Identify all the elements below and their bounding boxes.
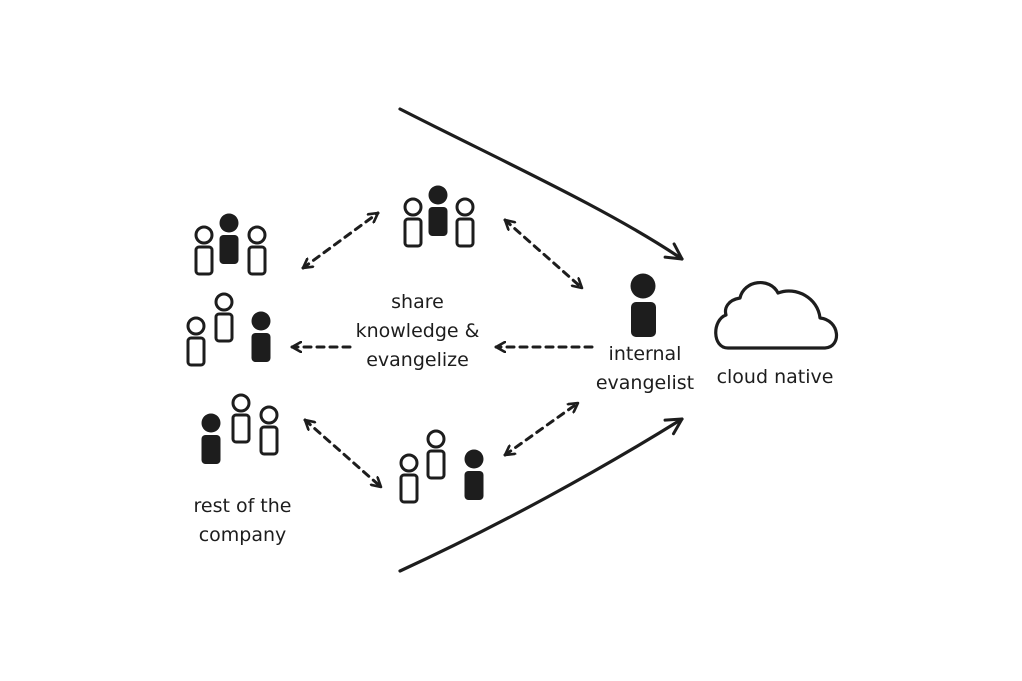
person-group-icon bbox=[399, 429, 484, 504]
share-label-line: knowledge & bbox=[355, 320, 480, 342]
top-convergence-arrow bbox=[398, 107, 684, 261]
dashed-arrow-bottom-right bbox=[503, 401, 580, 457]
cloud-native-label: cloud native bbox=[700, 363, 850, 392]
person-group-icon bbox=[201, 393, 279, 464]
person-icon bbox=[630, 273, 656, 337]
person-group-icon bbox=[403, 185, 475, 248]
dashed-arrow-top-left bbox=[301, 211, 380, 270]
company-label-line: rest of the bbox=[193, 495, 292, 517]
bottom-convergence-arrow bbox=[398, 417, 684, 573]
person-group-icon bbox=[194, 213, 267, 276]
cloud-native-text: cloud native bbox=[716, 366, 834, 388]
dashed-arrow-bottom-left bbox=[303, 418, 383, 489]
company-label-line: company bbox=[198, 524, 287, 546]
person-group-icon bbox=[186, 292, 271, 367]
rest-of-company-label: rest of the company bbox=[180, 492, 305, 550]
share-label-line: evangelize bbox=[366, 349, 469, 371]
evangelist-label-line: internal bbox=[608, 343, 682, 365]
cloud-icon bbox=[714, 281, 839, 350]
dashed-arrow-top-right bbox=[503, 218, 584, 290]
share-label-line: share bbox=[391, 291, 444, 313]
internal-evangelist-label: internal evangelist bbox=[585, 340, 705, 398]
share-knowledge-label: share knowledge & evangelize bbox=[340, 288, 495, 375]
evangelist-label-line: evangelist bbox=[595, 372, 695, 394]
